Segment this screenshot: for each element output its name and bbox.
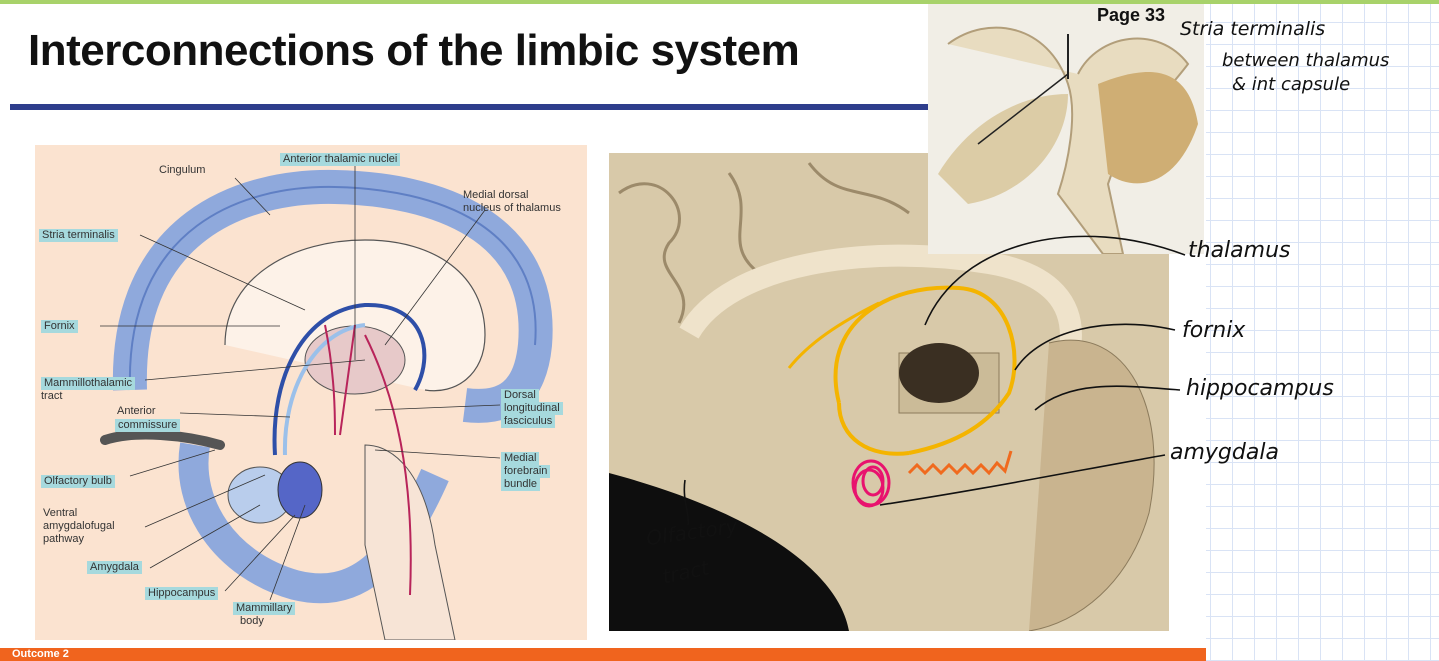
red-tracts bbox=[324, 324, 412, 596]
label-dorsal-3: fasciculus bbox=[501, 415, 556, 428]
label-fornix: Fornix bbox=[41, 320, 78, 333]
annotation-between-1: between thalamus bbox=[1222, 50, 1390, 71]
label-anterior-thalamic-nuclei: Anterior thalamic nuclei bbox=[280, 153, 401, 166]
label-medial-dorsal-2: nucleus of thalamus bbox=[463, 202, 561, 214]
fornix-path bbox=[272, 302, 427, 456]
olfactory-bulb-shape bbox=[100, 429, 225, 450]
footer-bar bbox=[0, 648, 1206, 661]
label-stria-terminalis: Stria terminalis bbox=[39, 229, 118, 242]
label-olfactory-bulb: Olfactory bulb bbox=[41, 475, 115, 488]
limbic-diagram-drawing bbox=[100, 163, 553, 640]
label-ventral-3: pathway bbox=[43, 533, 84, 545]
label-mammillothalamic-2: tract bbox=[41, 390, 63, 402]
brain-photo-drawing bbox=[609, 153, 1169, 631]
label-medial-forebrain-1: Medial bbox=[501, 452, 540, 465]
label-anterior-commissure-2: commissure bbox=[115, 419, 181, 432]
label-mammillothalamic-1: Mammillothalamic bbox=[41, 377, 136, 390]
annotation-fornix: fornix bbox=[1182, 318, 1246, 343]
label-medial-forebrain-2: forebrain bbox=[501, 465, 551, 478]
label-amygdala: Amygdala bbox=[87, 561, 142, 574]
label-hippocampus: Hippocampus bbox=[145, 587, 219, 600]
label-mammillary-1: Mammillary bbox=[233, 602, 296, 615]
label-dorsal-2: longitudinal bbox=[501, 402, 563, 415]
top-accent-bar bbox=[0, 0, 1439, 4]
label-ventral-1: Ventral bbox=[43, 507, 78, 519]
cingulum-edge bbox=[128, 185, 537, 391]
brainstem-photo-drawing bbox=[938, 26, 1198, 254]
annotation-between-2: & int capsule bbox=[1232, 74, 1351, 95]
leader-lines bbox=[100, 163, 501, 601]
annotation-thalamus: thalamus bbox=[1188, 238, 1291, 263]
corpus-callosum-photo bbox=[679, 244, 1082, 356]
page-number: Page 33 bbox=[1097, 5, 1166, 25]
label-medial-dorsal-1: Medial dorsal bbox=[463, 189, 529, 201]
ventricle-dark bbox=[899, 343, 979, 403]
limbic-diagram: Cingulum Anterior thalamic nuclei Medial… bbox=[35, 145, 587, 640]
label-cingulum: Cingulum bbox=[159, 164, 206, 176]
label-medial-forebrain-3: bundle bbox=[501, 478, 541, 491]
annotation-hippocampus: hippocampus bbox=[1186, 376, 1334, 401]
hippocampus-trace bbox=[907, 450, 1013, 476]
title-underline bbox=[10, 104, 928, 110]
label-mammillary-2: body bbox=[240, 615, 264, 627]
label-ventral-2: amygdalofugal bbox=[43, 520, 115, 532]
cerebellum-photo bbox=[1028, 339, 1155, 631]
label-anterior-commissure-1: Anterior bbox=[117, 405, 156, 417]
footer-outcome-label: Outcome 2 bbox=[12, 648, 69, 660]
gyri-lines bbox=[618, 162, 910, 324]
slide-title: Interconnections of the limbic system bbox=[28, 26, 800, 75]
annotation-stria-terminalis: Stria terminalis bbox=[1180, 18, 1326, 40]
fornix-trace bbox=[833, 285, 1017, 455]
label-dorsal-1: Dorsal bbox=[501, 389, 539, 402]
annotation-amygdala: amygdala bbox=[1170, 440, 1279, 465]
stria-path bbox=[282, 323, 366, 456]
brainstem-photo bbox=[928, 4, 1204, 254]
amygdala-trace bbox=[851, 459, 891, 508]
